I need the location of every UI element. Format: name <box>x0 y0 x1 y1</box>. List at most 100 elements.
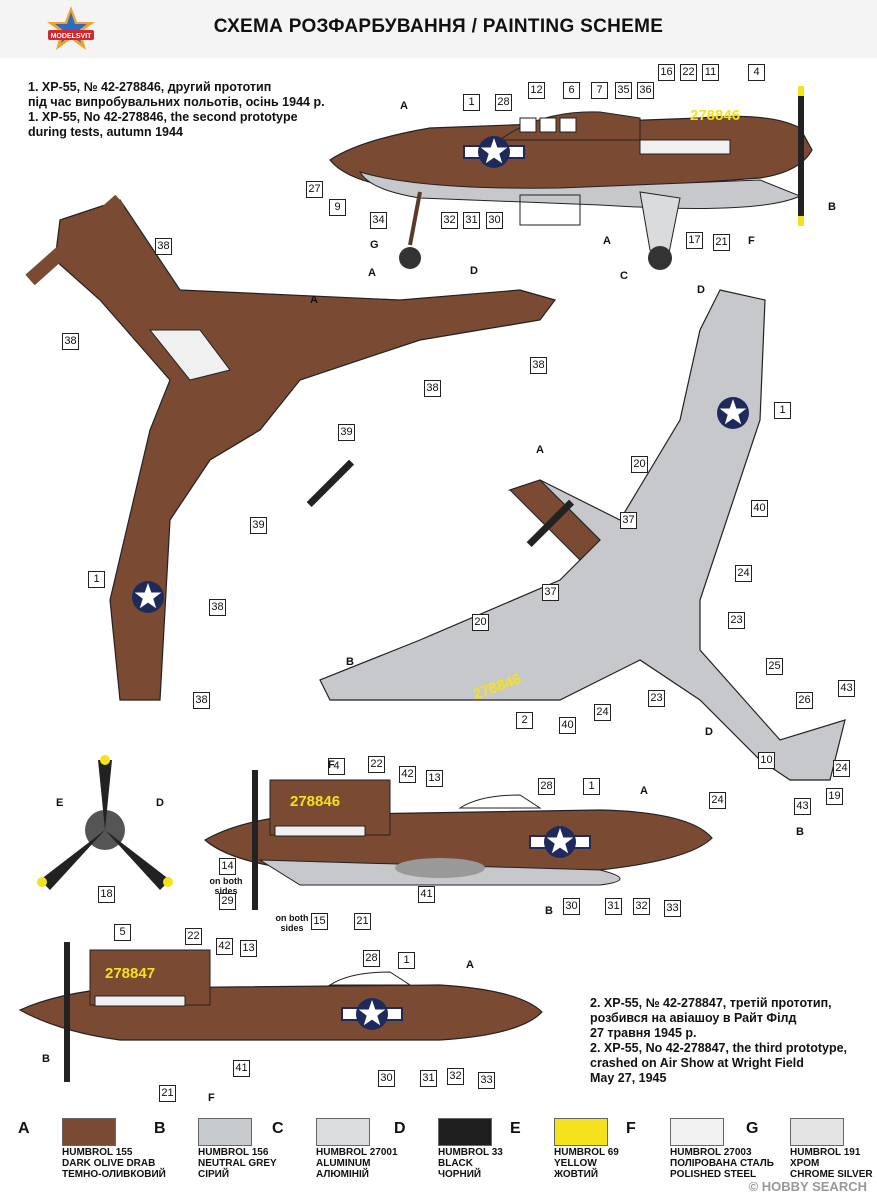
callout-33: 33 <box>664 900 681 917</box>
callout-23: 23 <box>728 612 745 629</box>
callout-38: 38 <box>155 238 172 255</box>
legend-pen-g: G <box>746 1120 759 1137</box>
modelsvit-logo: MODELSVIT <box>47 6 95 50</box>
callout-43: 43 <box>838 680 855 697</box>
pen-d-2: D <box>697 284 705 296</box>
pen-a-7: A <box>466 959 474 971</box>
legend-swatch-c <box>316 1118 370 1146</box>
scheme1-line1-en: 1. XP-55, No 42-278846, the second proto… <box>28 110 298 124</box>
pen-b-2: B <box>346 656 354 668</box>
callout-12: 12 <box>528 82 545 99</box>
callout-1d: 1 <box>583 778 600 795</box>
callout-28b: 28 <box>538 778 555 795</box>
pen-c-1: C <box>620 270 628 282</box>
profile3-serial: 278847 <box>105 965 155 982</box>
callout-32c: 32 <box>447 1068 464 1085</box>
callout-38f: 38 <box>193 692 210 709</box>
scheme1-line2-en: during tests, autumn 1944 <box>28 125 183 139</box>
callout-22: 22 <box>680 64 697 81</box>
pen-f-3: F <box>208 1092 215 1104</box>
callout-21c: 21 <box>159 1085 176 1102</box>
callout-22c: 22 <box>185 928 202 945</box>
pen-d-1: D <box>470 265 478 277</box>
callout-4b: 4 <box>328 758 345 775</box>
callout-38d: 38 <box>424 380 441 397</box>
pen-a-3: A <box>368 267 376 279</box>
pen-e-1: E <box>56 797 64 809</box>
callout-2: 2 <box>516 712 533 729</box>
callout-4: 4 <box>748 64 765 81</box>
callout-20b: 20 <box>472 614 489 631</box>
profile1-serial: 278846 <box>690 107 740 124</box>
callout-42: 42 <box>399 766 416 783</box>
pen-d-3: D <box>705 726 713 738</box>
callout-25: 25 <box>766 658 783 675</box>
callout-34: 34 <box>370 212 387 229</box>
scheme2-line3-en: May 27, 1945 <box>590 1071 667 1085</box>
scheme2-line2-ua: розбився на авіашоу в Райт Філд <box>590 1011 797 1025</box>
pen-b-4: B <box>545 905 553 917</box>
callout-19: 19 <box>826 788 843 805</box>
callout-1c: 1 <box>88 571 105 588</box>
callout-41b: 41 <box>233 1060 250 1077</box>
callout-40b: 40 <box>559 717 576 734</box>
scheme2-line1-ua: 2. XP-55, № 42-278847, третій прототип, <box>590 996 832 1010</box>
callout-21b: 21 <box>354 913 371 930</box>
callout-31b: 31 <box>605 898 622 915</box>
profile-view-3: 278847 <box>18 942 543 1082</box>
scheme1-caption: 1. XP-55, № 42-278846, другий прототип п… <box>28 80 358 140</box>
callout-29: 29 <box>219 893 236 910</box>
scheme1-line2-ua: під час випробувальних польотів, осінь 1… <box>28 95 325 109</box>
pen-a-4: A <box>310 294 318 306</box>
pen-b-5: B <box>42 1053 50 1065</box>
callout-37: 37 <box>620 512 637 529</box>
legend-pen-d: D <box>394 1120 406 1137</box>
callout-20: 20 <box>631 456 648 473</box>
callout-40: 40 <box>751 500 768 517</box>
callout-35: 35 <box>615 82 632 99</box>
pen-a-2: A <box>603 235 611 247</box>
callout-22b: 22 <box>368 756 385 773</box>
svg-text:MODELSVIT: MODELSVIT <box>51 33 93 40</box>
callout-1e: 1 <box>398 952 415 969</box>
legend-pen-f: F <box>626 1120 636 1137</box>
page-title: СХЕМА РОЗФАРБУВАННЯ / PAINTING SCHEME <box>213 16 664 37</box>
legend-swatch-e <box>554 1118 608 1146</box>
note-both-sides-1: on both sides <box>209 876 243 896</box>
callout-14: 14 <box>219 858 236 875</box>
pen-a-1: A <box>400 100 408 112</box>
callout-24b: 24 <box>594 704 611 721</box>
legend-swatch-g <box>790 1118 844 1146</box>
pen-a-5: A <box>536 444 544 456</box>
callout-21: 21 <box>713 234 730 251</box>
watermark: © HOBBY SEARCH <box>748 1179 867 1194</box>
scheme2-line2-en: crashed on Air Show at Wright Field <box>590 1056 804 1070</box>
callout-30b: 30 <box>563 898 580 915</box>
legend-swatch-d <box>438 1118 492 1146</box>
pen-f-2: F <box>328 759 335 771</box>
aircraft-illustrations: 278846 278846 <box>18 86 846 1082</box>
legend-pen-b: B <box>154 1120 166 1137</box>
callout-1: 1 <box>463 94 480 111</box>
scheme1-line1-ua: 1. XP-55, № 42-278846, другий прототип <box>28 80 272 94</box>
callout-24: 24 <box>735 565 752 582</box>
scheme2-line1-en: 2. XP-55, No 42-278847, the third protot… <box>590 1041 848 1055</box>
callout-36: 36 <box>637 82 654 99</box>
profile-view-2: 278846 <box>203 770 713 910</box>
callout-42b: 42 <box>216 938 233 955</box>
callout-18: 18 <box>98 886 115 903</box>
callout-23b: 23 <box>648 690 665 707</box>
callout-39: 39 <box>338 424 355 441</box>
legend-swatch-f <box>670 1118 724 1146</box>
